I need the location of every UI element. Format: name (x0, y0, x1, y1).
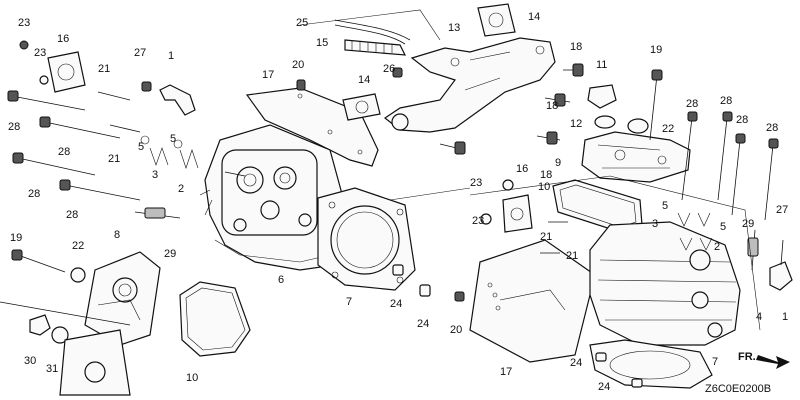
callout-label: 24 (390, 298, 402, 310)
callout-label: 10 (186, 372, 198, 384)
callout-label: 28 (736, 114, 748, 126)
callout-label: 19 (650, 44, 662, 56)
callout-label: 22 (72, 240, 84, 252)
callout-label: 18 (546, 100, 558, 112)
valve-cover-right (581, 131, 691, 183)
callout-label: 23 (18, 17, 30, 29)
callout-label: 2 (178, 183, 184, 195)
callout-label: 31 (46, 363, 58, 375)
callout-label: 4 (756, 311, 762, 323)
callout-label: 5 (720, 221, 726, 233)
callout-label: 23 (470, 177, 482, 189)
manifold-gasket-left (342, 93, 381, 121)
callout-label: 5 (138, 141, 144, 153)
cover-gasket-left (179, 281, 251, 357)
callout-label: 2 (714, 241, 720, 253)
long-bolts-right (681, 111, 779, 221)
long-bolts-left (7, 90, 141, 201)
callout-label: 20 (450, 324, 462, 336)
spark-plug-right (747, 229, 759, 271)
callout-label: 20 (292, 59, 304, 71)
head-cover-plate-right (469, 239, 596, 363)
callout-label: 29 (742, 218, 754, 230)
breather-tube (334, 19, 411, 41)
callout-label: 28 (8, 121, 20, 133)
callout-label: 1 (168, 50, 174, 62)
front-direction-indicator: FR. (738, 351, 790, 369)
callout-label: 17 (262, 69, 274, 81)
callout-label: 19 (10, 232, 22, 244)
callout-label: 28 (66, 209, 78, 221)
callout-label: 21 (108, 153, 120, 165)
callout-label: 28 (766, 122, 778, 134)
dowel-pin (631, 378, 643, 388)
callout-label: 24 (598, 381, 610, 393)
callout-label: 3 (152, 169, 158, 181)
diagram-code: Z6C0E0200B (705, 383, 771, 395)
callout-label: 1 (782, 311, 788, 323)
callout-label: 24 (570, 357, 582, 369)
dowel-pin (419, 284, 431, 297)
callout-label: 10 (538, 181, 550, 193)
callout-label: 28 (28, 188, 40, 200)
callout-label: 7 (346, 296, 352, 308)
callout-label: 6 (278, 274, 284, 286)
oil-cap (587, 84, 617, 109)
head-gasket-right (589, 339, 713, 389)
manifold-gasket-top (477, 3, 516, 37)
direction-label: FR. (738, 351, 756, 363)
spark-plug-left (134, 207, 181, 219)
callout-label: 16 (57, 33, 69, 45)
callout-label: 7 (712, 356, 718, 368)
callout-label: 5 (170, 133, 176, 145)
dowel-pin (392, 264, 404, 276)
callout-label: 21 (566, 250, 578, 262)
callout-label: 13 (448, 22, 460, 34)
callout-label: 24 (417, 318, 429, 330)
callout-label: 9 (555, 157, 561, 169)
breather-hose (344, 39, 407, 56)
callout-label: 14 (528, 11, 540, 23)
callout-label: 14 (358, 74, 370, 86)
gasket-right (502, 194, 533, 233)
dowel-pin (595, 352, 607, 362)
callout-label: 5 (662, 200, 668, 212)
callout-label: 28 (686, 98, 698, 110)
callout-label: 29 (164, 248, 176, 260)
callout-label: 25 (296, 17, 308, 29)
callout-label: 18 (540, 169, 552, 181)
callout-label: 17 (500, 366, 512, 378)
callout-label: 8 (114, 229, 120, 241)
intake-manifold (383, 37, 556, 133)
direction-arrow-icon (756, 355, 790, 369)
callout-label: 27 (134, 47, 146, 59)
callout-label: 15 (316, 37, 328, 49)
callout-label: 26 (383, 63, 395, 75)
oil-filler-cap (29, 314, 51, 336)
callout-label: 28 (58, 146, 70, 158)
bracket-right (769, 261, 793, 291)
callout-label: 18 (570, 41, 582, 53)
gasket-left (47, 51, 86, 93)
callout-label: 23 (34, 47, 46, 59)
callout-label: 11 (596, 59, 607, 71)
callout-label: 22 (662, 123, 674, 135)
callout-label: 21 (540, 231, 552, 243)
callout-label: 16 (516, 163, 528, 175)
callout-label: 3 (652, 218, 658, 230)
callout-label: 28 (720, 95, 732, 107)
callout-label: 30 (24, 355, 36, 367)
callout-label: 12 (570, 118, 582, 130)
callout-label: 23 (472, 215, 484, 227)
oil-seal (51, 326, 69, 344)
bracket-top (159, 84, 196, 116)
callout-label: 21 (98, 63, 110, 75)
callout-label: 27 (776, 204, 788, 216)
